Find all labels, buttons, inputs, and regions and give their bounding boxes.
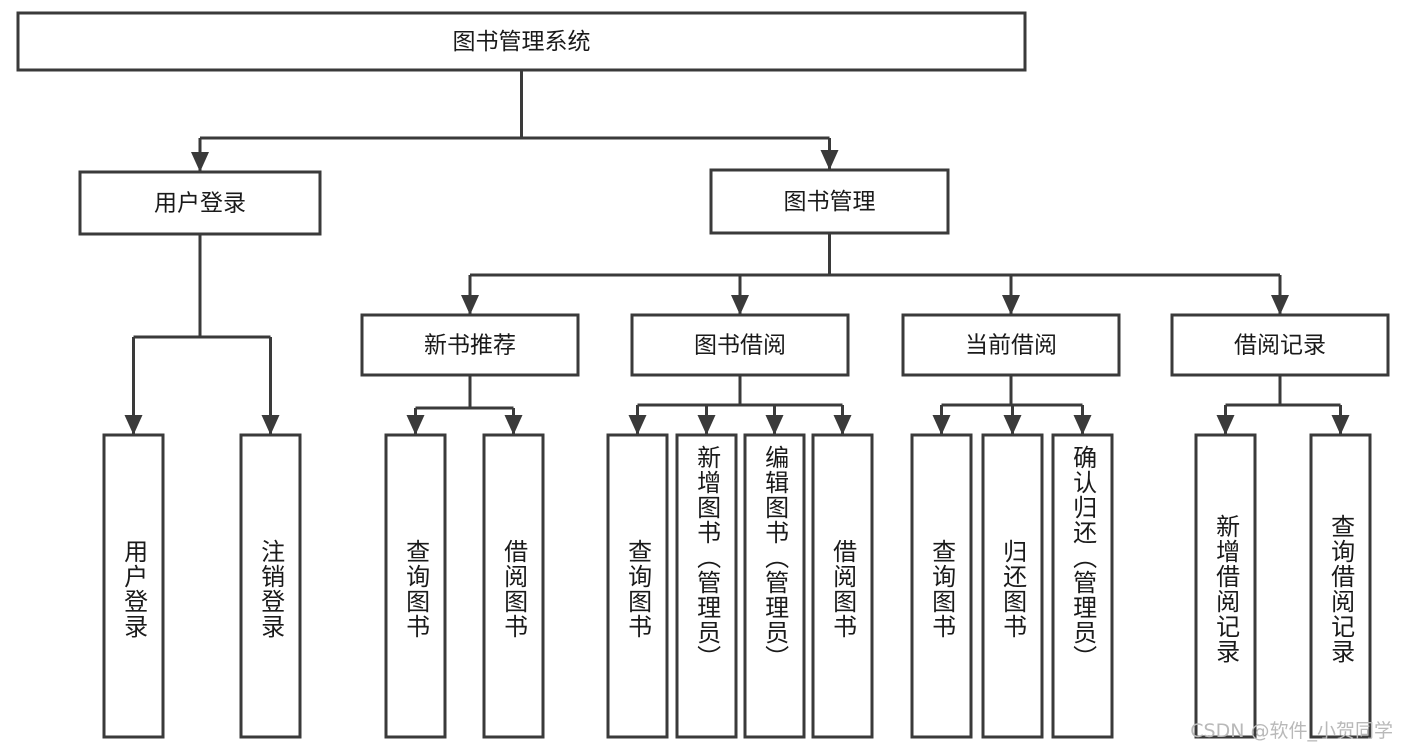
node-label-current-borrow: 当前借阅: [965, 333, 1057, 359]
arrow-head: [1271, 295, 1289, 315]
node-label-new-book-recommend: 新书推荐: [424, 333, 516, 359]
node-box-leaf-borrow-book-rec[interactable]: [482, 433, 545, 739]
arrow-head: [1073, 415, 1092, 435]
arrow-head: [504, 415, 523, 435]
node-box-leaf-add-record[interactable]: [1194, 433, 1257, 739]
arrow-head: [261, 415, 280, 435]
arrow-head: [697, 415, 716, 435]
arrow-head: [191, 152, 209, 172]
node-box-leaf-query-book-borrow[interactable]: [606, 433, 669, 739]
node-box-leaf-confirm-return[interactable]: [1051, 433, 1114, 739]
node-box-user-login[interactable]: [78, 170, 322, 236]
arrow-head: [1216, 415, 1235, 435]
node-label-root: 图书管理系统: [453, 29, 591, 55]
node-label-user-login: 用户登录: [154, 191, 246, 217]
node-box-leaf-query-record[interactable]: [1309, 433, 1372, 739]
arrow-head: [820, 150, 839, 170]
node-box-leaf-query-book-cur[interactable]: [910, 433, 973, 739]
node-box-leaf-logout[interactable]: [239, 433, 302, 739]
node-box-root[interactable]: [16, 11, 1027, 72]
arrow-head: [833, 415, 852, 435]
arrow-head: [124, 415, 143, 435]
node-box-leaf-borrow-book[interactable]: [811, 433, 874, 739]
node-box-new-book-recommend[interactable]: [360, 313, 580, 377]
node-label-borrow-record: 借阅记录: [1234, 333, 1326, 359]
arrow-head: [1331, 415, 1350, 435]
arrow-head: [461, 295, 479, 315]
node-label-book-management: 图书管理: [784, 189, 876, 215]
arrow-head: [932, 415, 951, 435]
node-label-book-borrow: 图书借阅: [694, 333, 786, 359]
node-box-leaf-query-book-rec[interactable]: [384, 433, 447, 739]
node-box-leaf-user-login[interactable]: [102, 433, 165, 739]
boxes-layer: [16, 11, 1390, 739]
arrow-head: [1002, 295, 1020, 315]
arrow-head: [628, 415, 647, 435]
node-box-leaf-return-book[interactable]: [981, 433, 1044, 739]
node-box-borrow-record[interactable]: [1170, 313, 1390, 377]
arrow-head: [406, 415, 425, 435]
arrow-head: [765, 415, 784, 435]
node-box-current-borrow[interactable]: [901, 313, 1121, 377]
arrow-head: [731, 295, 749, 315]
node-box-leaf-edit-book[interactable]: [743, 433, 806, 739]
connectors-layer: [124, 70, 1350, 435]
arrow-head: [1003, 415, 1022, 435]
node-box-leaf-add-book[interactable]: [675, 433, 738, 739]
node-box-book-borrow[interactable]: [630, 313, 850, 377]
node-box-book-management[interactable]: [709, 168, 950, 235]
